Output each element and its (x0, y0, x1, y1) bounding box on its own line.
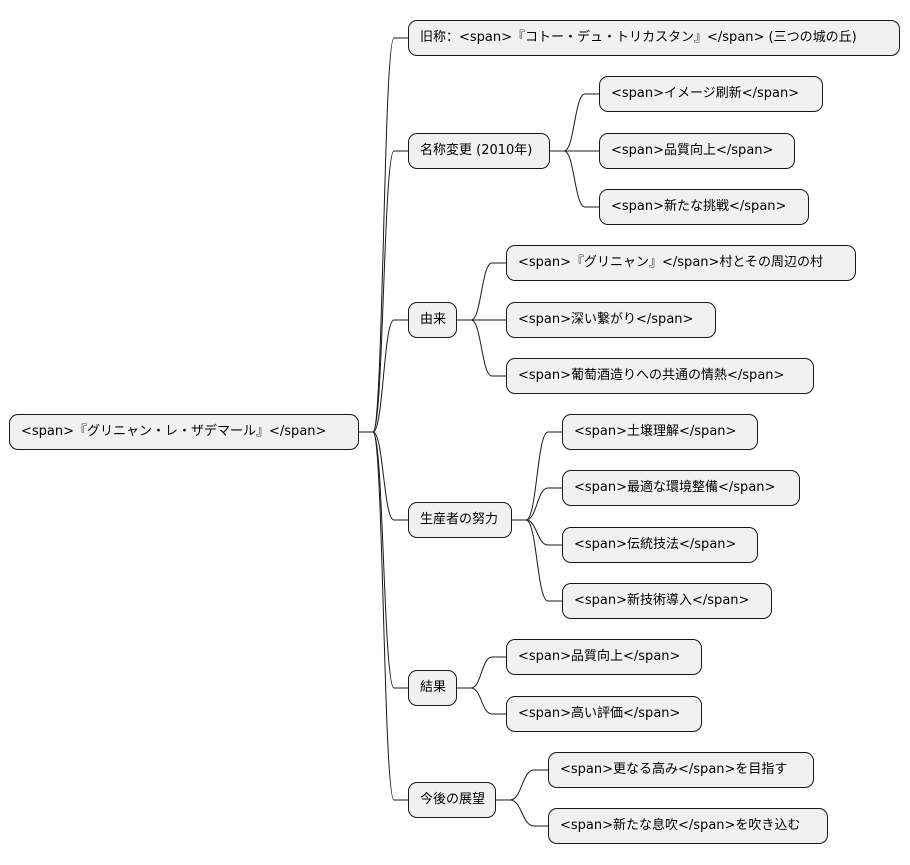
connector-line (496, 769, 548, 801)
connector-line (512, 431, 562, 521)
connector-line (359, 431, 408, 689)
leaf-node-optimal-environment: <span>最適な環境整備</span> (562, 470, 800, 506)
connector-line (359, 150, 408, 433)
leaf-node-quality-improvement: <span>品質向上</span> (599, 133, 795, 169)
connector-line (457, 262, 506, 321)
connector-line (457, 656, 506, 689)
leaf-node-further-heights: <span>更なる高み</span>を目指す (548, 752, 814, 788)
leaf-node-deep-connection: <span>深い繋がり</span> (506, 302, 716, 338)
leaf-node-shared-passion: <span>葡萄酒造りへの共通の情熱</span> (506, 358, 814, 394)
connector-line (512, 519, 562, 546)
connector-line (512, 487, 562, 521)
connector-line (496, 799, 548, 827)
branch-node-producer-effort: 生産者の努力 (408, 502, 512, 538)
connector-line (550, 93, 599, 152)
root-node: <span>『グリニャン・レ・ザデマール』</span> (9, 414, 359, 450)
branch-node-former-name: 旧称：<span>『コトー・デュ・トリカスタン』</span> (三つの城の丘) (408, 20, 900, 56)
connector-line (457, 319, 506, 377)
leaf-node-image-renewal: <span>イメージ刷新</span> (599, 76, 823, 112)
leaf-node-new-challenge: <span>新たな挑戦</span> (599, 189, 809, 225)
leaf-node-traditional-technique: <span>伝統技法</span> (562, 527, 758, 563)
leaf-node-new-breath: <span>新たな息吹</span>を吹き込む (548, 808, 828, 844)
leaf-node-grignan-village: <span>『グリニャン』</span>村とその周辺の村 (506, 245, 856, 281)
branch-node-outlook: 今後の展望 (408, 782, 496, 818)
connector-line (359, 431, 408, 521)
leaf-node-new-technology: <span>新技術導入</span> (562, 583, 772, 619)
leaf-node-result-quality: <span>品質向上</span> (506, 639, 702, 675)
connector-line (512, 519, 562, 602)
connector-line (359, 37, 408, 433)
connector-line (457, 687, 506, 715)
branch-node-result: 結果 (408, 670, 457, 706)
branch-node-name-change: 名称変更 (2010年) (408, 133, 550, 169)
connector-line (550, 150, 599, 208)
connector-line (359, 431, 408, 801)
leaf-node-high-evaluation: <span>高い評価</span> (506, 696, 702, 732)
branch-node-origin: 由来 (408, 302, 457, 338)
leaf-node-soil-understanding: <span>土壌理解</span> (562, 414, 758, 450)
connector-line (359, 319, 408, 433)
